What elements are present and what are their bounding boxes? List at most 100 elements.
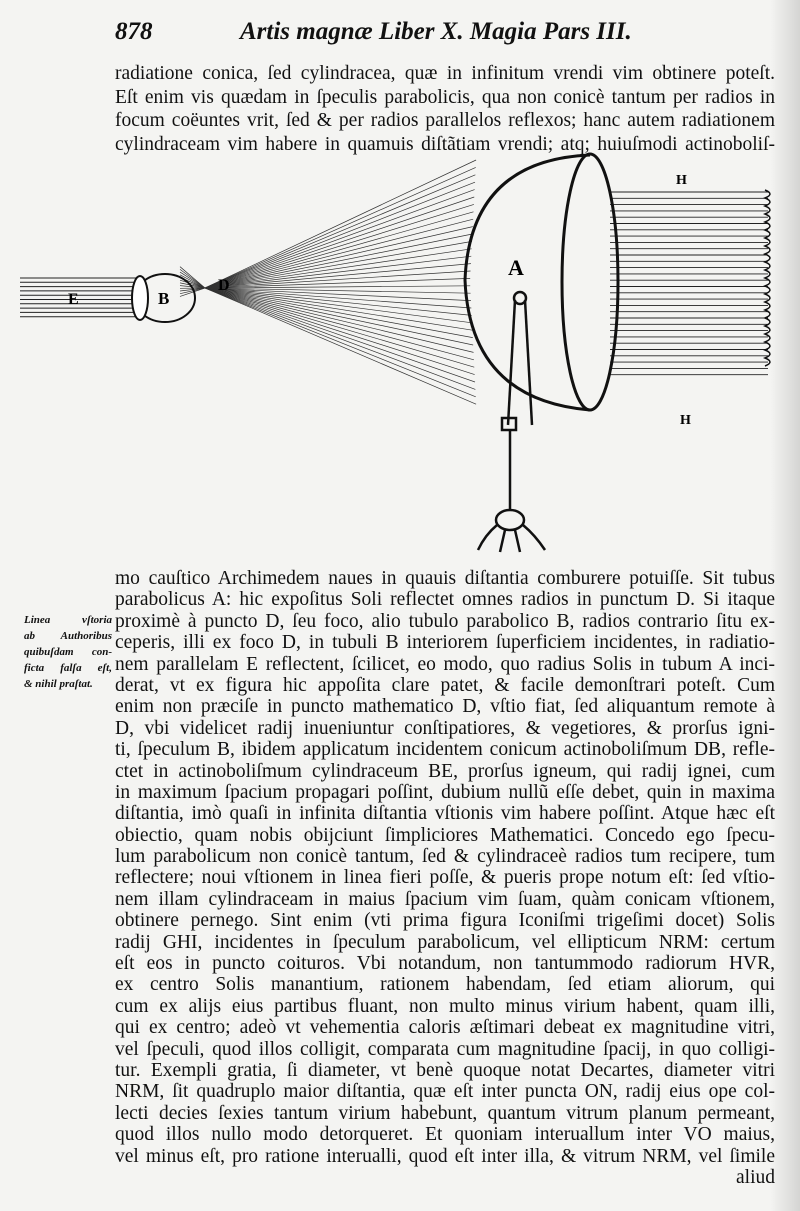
text-line: obiectio, quam nobis obijciunt ſimplicio… (115, 824, 775, 846)
page-number: 878 (115, 18, 153, 45)
ray-line (204, 287, 474, 353)
text-line: diſtantia, imò quaſi in infinita diſtant… (115, 803, 775, 825)
figure-label-h-top: H (676, 173, 687, 188)
ray-line (179, 282, 206, 289)
mirror-a (463, 153, 591, 412)
text-line: D, vbi videlicet radij inueniuntur conſt… (115, 717, 775, 739)
ray-line (204, 287, 473, 324)
text-line: derat, vt ex figura hic appoſita clare p… (115, 674, 775, 696)
figure-label-h-bottom: H (680, 413, 691, 428)
wavy-edge (762, 189, 771, 367)
text-line: focum coëuntes vrit, ſed & per radios pa… (115, 110, 775, 132)
text-line: cylindraceam vim habere in quamuis diſtã… (115, 133, 775, 155)
ray-line (204, 287, 473, 338)
ray-line (204, 287, 474, 346)
ray-line (204, 174, 476, 289)
text-line: nem parallelam E reflectent, ſcilicet, e… (115, 653, 775, 675)
marginal-note-line: quibuſdam con- (24, 646, 112, 658)
ray-line (204, 189, 475, 289)
text-line: radiatione conica, ſed cylindracea, quæ … (115, 63, 775, 84)
text-line: cum ex alijs eius partibus fluant, non m… (115, 995, 775, 1017)
ray-line (204, 287, 474, 361)
running-head-title: Artis magnæ Liber X. Magia Pars III. (240, 18, 632, 45)
text-line: lecti decies ſexies tantum virium habebu… (115, 1102, 775, 1124)
ray-line (204, 278, 471, 289)
ray-line (179, 269, 206, 289)
ray-line (204, 287, 476, 390)
text-line: in maximum ſpacium propagari poſſint, du… (115, 781, 775, 803)
ray-line (204, 270, 471, 289)
text-line: reflectere; noui vſtionem in linea fieri… (115, 867, 775, 889)
text-line: Eſt enim vis quædam in ſpeculis paraboli… (115, 86, 775, 108)
figure-parabolic-mirror-illustration: E B D A H H (20, 152, 771, 553)
ray-line (204, 248, 472, 289)
ray-line (204, 287, 476, 383)
ray-line (179, 279, 206, 289)
ray-line (204, 287, 471, 301)
ray-line (204, 287, 473, 331)
text-line: tur. Exempli gratia, ſi diameter, vt ben… (115, 1059, 775, 1081)
text-line: mo cauſtico Archimedem naues in quauis d… (115, 568, 775, 589)
parallel-rays-e (20, 277, 137, 318)
mirror-a-rim (560, 152, 620, 412)
text-block-top: radiatione conica, ſed cylindracea, quæ … (115, 62, 775, 156)
text-line: enim non præciſe in puncto mathematico D… (115, 696, 775, 718)
marginal-note-line: Linea vſtoria (24, 614, 112, 626)
ray-line (204, 287, 475, 375)
text-line: obtinere pernego. Sint enim (vti prima f… (115, 910, 775, 932)
text-line: nem illam cylindraceam in maius ſpacium … (115, 888, 775, 910)
ray-line (204, 255, 472, 289)
page-edge-shadow (770, 0, 800, 1211)
stand (476, 290, 547, 553)
figure-label-b: B (158, 289, 169, 308)
ray-line (204, 159, 477, 289)
ray-line (204, 287, 472, 316)
text-line: radij GHI, incidentes in ſpeculum parabo… (115, 931, 775, 953)
ray-line (204, 211, 474, 289)
ray-line (204, 287, 477, 405)
figure-label-a: A (508, 255, 524, 280)
ray-line (204, 287, 475, 368)
ray-line (204, 241, 473, 289)
text-line: qui ex centro; adeò vt vehementia calori… (115, 1017, 775, 1039)
text-line: proximè à puncto D, ſeu foco, alio tubul… (115, 610, 775, 632)
text-line: vel minus eſt, pro ratione interualli, q… (115, 1145, 775, 1167)
ray-line (204, 287, 471, 294)
text-block-bottom: mo cauſtico Archimedem naues in quauis d… (115, 568, 775, 1188)
ray-line (179, 287, 206, 295)
ray-line (179, 271, 206, 289)
text-line: parabolicus A: hic expoſitus Soli reflec… (115, 589, 775, 611)
marginal-note-line: & nihil praſtat. (24, 678, 93, 690)
ray-line (204, 285, 471, 289)
conical-rays (179, 159, 477, 405)
text-line: lum parabolicum non conicè tantum, ſed &… (115, 846, 775, 868)
ray-line (179, 287, 206, 297)
ray-line (204, 226, 473, 289)
text-line: ex centro Solis manantium, rationem habe… (115, 974, 775, 996)
text-line: ctet in actinoboliſmum cylindraceum BE, … (115, 760, 775, 782)
running-header: 878 Artis magnæ Liber X. Magia Pars III. (115, 18, 775, 48)
text-line: ceperis, illi ex foco D, in tubuli B int… (115, 632, 775, 654)
marginal-note-line: ficta falſa eſt, (24, 662, 112, 674)
ray-line (204, 263, 471, 289)
text-line: vel ſpeculi, quod illos colligit, compar… (115, 1038, 775, 1060)
marginal-note-line: ab Authoribus (24, 630, 112, 642)
ray-line (204, 218, 474, 289)
text-line: quod illos nullo modo detorqueret. Et qu… (115, 1124, 775, 1146)
tube-b-mouth (131, 275, 149, 321)
ray-line (204, 233, 473, 289)
catchword: aliud (736, 1166, 775, 1188)
ray-line (204, 167, 476, 289)
ray-line (204, 196, 475, 289)
cylindrical-rays (610, 191, 768, 376)
ray-line (204, 287, 476, 398)
figure-label-e: E (68, 291, 79, 308)
figure-label-d: D (218, 277, 230, 294)
text-line: eſt eos in puncto coituros. Vbi notandum… (115, 953, 775, 975)
text-line: ti, ſpeculum B, ibidem applicatum incide… (115, 739, 775, 761)
ray-line (179, 274, 206, 289)
marginal-note: Linea vſtoria ab Authoribus quibuſdam co… (24, 612, 112, 692)
ray-line (204, 204, 474, 289)
text-line: NRM, ſit quadruplo maior diſtantia, quæ … (115, 1081, 775, 1103)
ray-line (204, 181, 476, 289)
